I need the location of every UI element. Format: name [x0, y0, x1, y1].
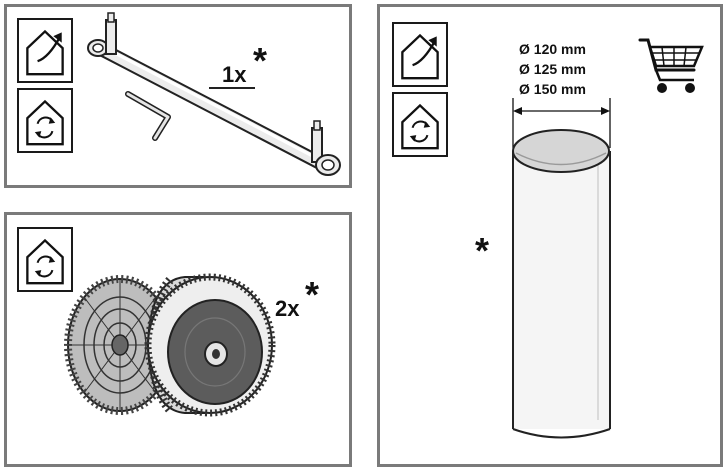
- filters-optional-asterisk: *: [305, 274, 320, 315]
- diameter-120-label: Ø 120 mm: [519, 41, 586, 57]
- duct-optional-asterisk: *: [475, 230, 490, 271]
- filters-quantity-label: 2x: [275, 296, 300, 321]
- shopping-cart-icon: [638, 38, 704, 93]
- ducted-mode-icon: [392, 22, 448, 87]
- recirculation-mode-icon: [392, 92, 448, 157]
- mounting-rail-drawing: [87, 12, 341, 176]
- carbon-filters-drawing: [64, 273, 276, 417]
- rail-quantity-label: 1x: [222, 62, 247, 87]
- ducted-mode-icon: [17, 18, 73, 83]
- diameter-125-label: Ø 125 mm: [519, 61, 586, 77]
- recirculation-mode-icon: [17, 88, 73, 153]
- rail-optional-asterisk: *: [253, 40, 268, 81]
- diameter-150-label: Ø 150 mm: [519, 81, 586, 97]
- recirculation-mode-icon: [17, 227, 73, 292]
